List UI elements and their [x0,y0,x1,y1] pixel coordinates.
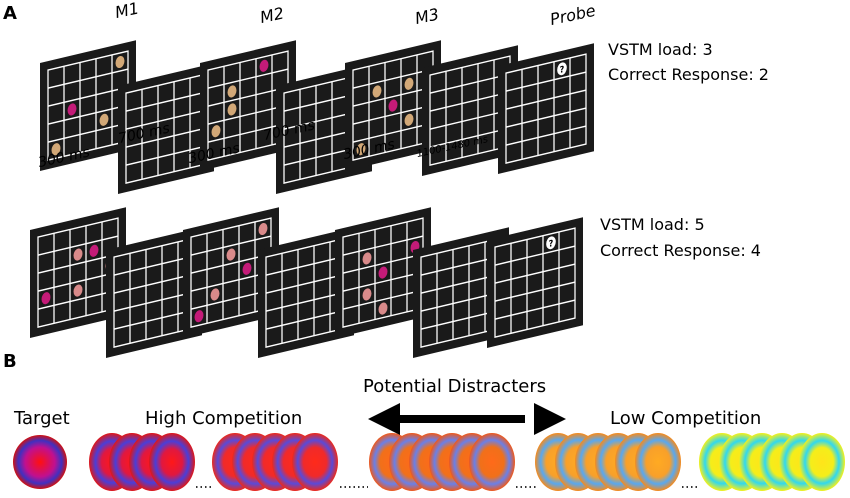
sample-dot [362,288,372,301]
sample-dot [41,292,51,305]
panel-a-label: A [3,3,17,24]
sample-dot [194,310,204,323]
sample-dot [258,222,268,236]
sample-dot [372,85,382,98]
sequence-row-1: ? [40,40,595,195]
frame-sample [335,207,432,339]
sample-dot [227,85,237,98]
sample-dot [362,252,372,265]
sample-dot [404,77,414,90]
panel-b-label: B [3,351,17,372]
sample-dot [89,244,99,257]
sample-dot [227,103,237,116]
frame-probe: ? [487,217,584,349]
target-stimulus [13,435,67,489]
high-competition-label: High Competition [145,408,303,429]
frame-label-m3: M3 [413,4,441,28]
svg-text:?: ? [560,65,565,77]
sample-dot [226,248,236,261]
sample-dot [99,113,109,126]
correct-response-row1: Correct Response: 2 [608,65,769,84]
vstm-load-row1: VSTM load: 3 [608,40,713,59]
svg-text:?: ? [549,239,554,251]
sample-dot [51,143,61,156]
sample-dot [211,125,221,138]
sample-dot [378,302,388,315]
frame-label-m2: M2 [258,3,286,27]
low-competition-group [699,433,845,491]
probe-question-icon [546,236,556,250]
vstm-load-row2: VSTM load: 5 [600,215,705,234]
sample-dot [356,143,366,156]
sequence-row-2: ? [30,207,584,359]
sample-dot [73,284,83,297]
sample-dot [73,248,83,261]
correct-response-row2: Correct Response: 4 [600,241,761,260]
high-competition-group [89,433,195,491]
distracter-group-2 [212,433,338,491]
sample-dot [115,55,125,69]
frame-m3 [345,40,442,172]
potential-distracters-label: Potential Distracters [363,376,547,397]
low-competition-label: Low Competition [610,408,762,429]
target-label: Target [14,408,70,429]
sample-dot [378,266,388,279]
sample-dot [388,99,398,112]
sample-dot [404,113,414,126]
sample-dot [242,262,252,275]
frame-probe: ? [498,43,595,175]
sample-dot [259,59,269,72]
sample-dot [67,103,77,116]
distracter-group-4 [535,433,681,491]
probe-question-icon [557,62,567,76]
distracter-group-3 [369,433,515,491]
frame-label-m1: M1 [113,0,141,22]
sample-dot [210,288,220,301]
double-arrow-icon [368,403,566,435]
